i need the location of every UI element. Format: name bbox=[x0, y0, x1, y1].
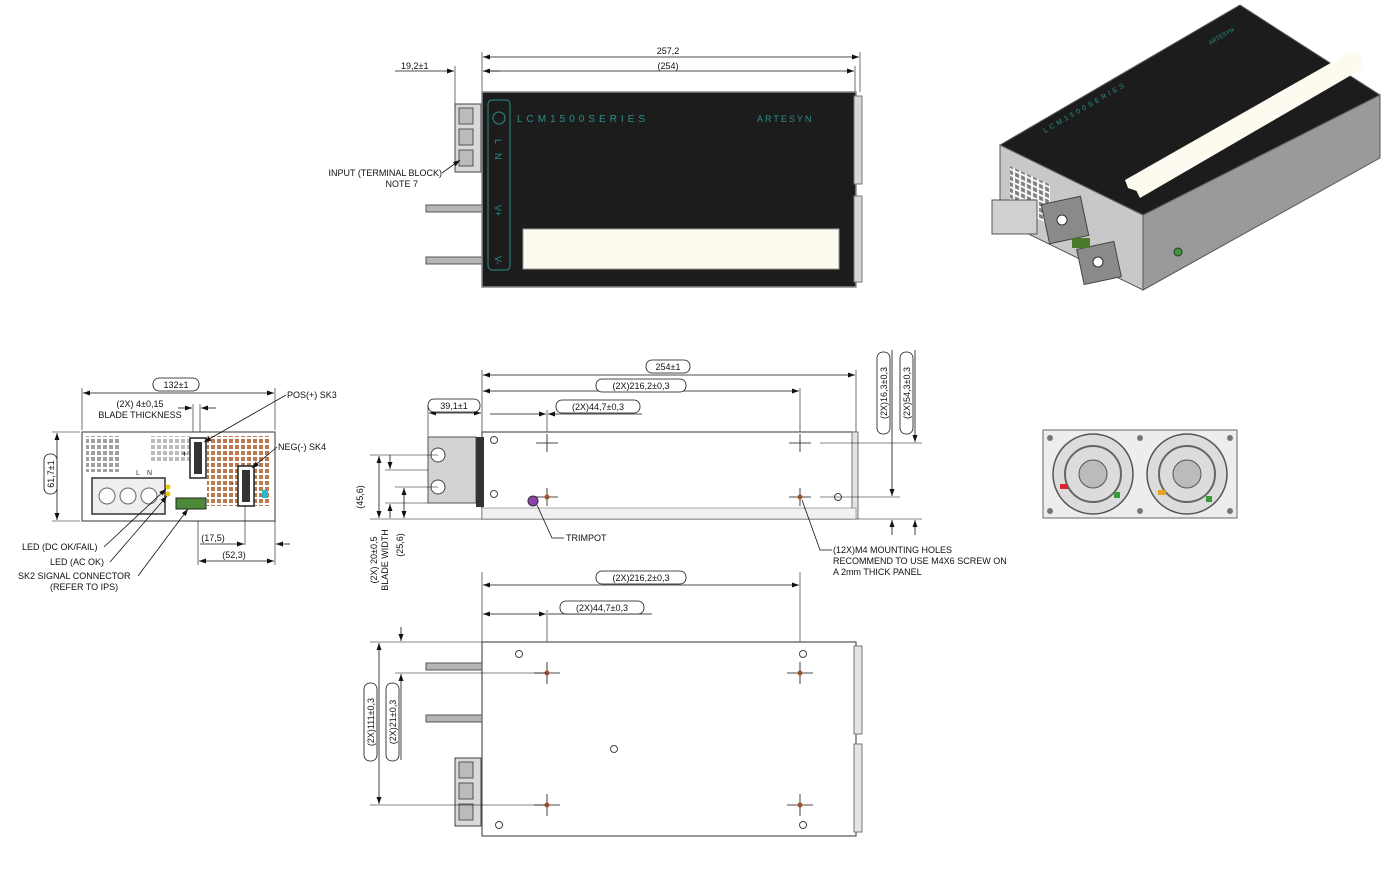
mounting-note-1: (12X)M4 MOUNTING HOLES bbox=[833, 545, 952, 555]
isometric-view: LCM1500SERIES ARTESYN bbox=[991, 4, 1382, 291]
front-view: 132±1 61,7±1 (2X) 4±0,15 BLADE THICKNESS… bbox=[18, 377, 337, 592]
sk2-ref: (REFER TO IPS) bbox=[50, 582, 118, 592]
mounting-note-3: A 2mm THICK PANEL bbox=[833, 567, 922, 577]
blade-thickness-label: BLADE THICKNESS bbox=[98, 410, 181, 420]
mounting-note-2: RECOMMEND TO USE M4X6 SCREW ON bbox=[833, 556, 1007, 566]
dim-side-216: (2X)216,2±0,3 bbox=[613, 381, 670, 391]
input-note: INPUT (TERMINAL BLOCK) bbox=[328, 168, 442, 178]
blade-thickness-value: (2X) 4±0,15 bbox=[117, 399, 164, 409]
output-stud-positive bbox=[425, 204, 483, 213]
dim-width: 132±1 bbox=[164, 380, 189, 390]
label-L: L bbox=[493, 139, 503, 144]
output-stud-negative bbox=[425, 256, 483, 265]
sk2-label: SK2 SIGNAL CONNECTOR bbox=[18, 571, 131, 581]
front-label-N: N bbox=[147, 470, 152, 477]
dim-side-54: (2X)54,3±0,3 bbox=[902, 367, 912, 419]
brand-logo-top: ARTESYN bbox=[757, 114, 813, 124]
iso-terminal-block bbox=[991, 199, 1038, 235]
dim-52-3: (52,3) bbox=[222, 550, 246, 560]
label-N: N bbox=[493, 153, 503, 160]
dim-overall-length: 257,2 bbox=[657, 46, 680, 56]
module-body-bottom bbox=[481, 641, 857, 837]
front-label-L: L bbox=[136, 470, 140, 477]
trimpot-label: TRIMPOT bbox=[566, 533, 607, 543]
sk2-signal-connector bbox=[175, 497, 207, 510]
dim-height: 61,7±1 bbox=[46, 460, 56, 487]
bottom-view: (2X)216,2±0,3 (2X)44,7±0,3 bbox=[363, 570, 863, 837]
plus-sign: + bbox=[182, 449, 187, 459]
label-area bbox=[522, 228, 840, 270]
dim-side-20: (2X) 20±0,5 bbox=[369, 537, 379, 584]
side-view: 254±1 (2X)216,2±0,3 (2X)44,7±0,3 39,1±1 bbox=[355, 350, 1007, 591]
pos-label: POS(+) SK3 bbox=[287, 390, 337, 400]
series-label-top: LCM1500SERIES bbox=[517, 114, 649, 125]
trimpot bbox=[527, 495, 539, 507]
led-dc-label: LED (DC OK/FAIL) bbox=[22, 542, 98, 552]
dim-bottom-44: (2X)44,7±0,3 bbox=[576, 603, 628, 613]
blade-width-label: BLADE WIDTH bbox=[380, 529, 390, 591]
dim-terminal-offset: 19,2±1 bbox=[401, 61, 428, 71]
dim-bottom-21: (2X)21±0,3 bbox=[388, 700, 398, 744]
label-v-plus: V+ bbox=[493, 205, 503, 216]
fan-rear-view bbox=[1042, 429, 1238, 519]
led-dc-ok bbox=[165, 484, 171, 490]
input-note-ref: NOTE 7 bbox=[385, 179, 418, 189]
top-view: 257,2 (254) 19,2±1 LCM1500SERIES ARTESYN… bbox=[328, 46, 863, 288]
neg-label: NEG(-) SK4 bbox=[278, 442, 326, 452]
dim-side-16: (2X)16,3±0,3 bbox=[879, 367, 889, 419]
dim-body-length: (254) bbox=[657, 61, 678, 71]
dim-bottom-216: (2X)216,2±0,3 bbox=[613, 573, 670, 583]
led-ac-label: LED (AC OK) bbox=[50, 557, 104, 567]
module-body-side bbox=[481, 431, 857, 520]
dim-side-45: (45,6) bbox=[355, 485, 365, 509]
label-v-minus: V- bbox=[493, 256, 503, 265]
dim-17-5: (17,5) bbox=[201, 533, 225, 543]
dim-bottom-111: (2X)111±0,3 bbox=[366, 698, 376, 746]
led-ac-ok bbox=[165, 491, 171, 497]
dim-side-length: 254±1 bbox=[656, 362, 681, 372]
dim-side-25: (25,6) bbox=[395, 533, 405, 557]
dim-side-44: (2X)44,7±0,3 bbox=[572, 402, 624, 412]
dim-side-39: 39,1±1 bbox=[440, 401, 467, 411]
minus-sign: - bbox=[231, 478, 234, 488]
